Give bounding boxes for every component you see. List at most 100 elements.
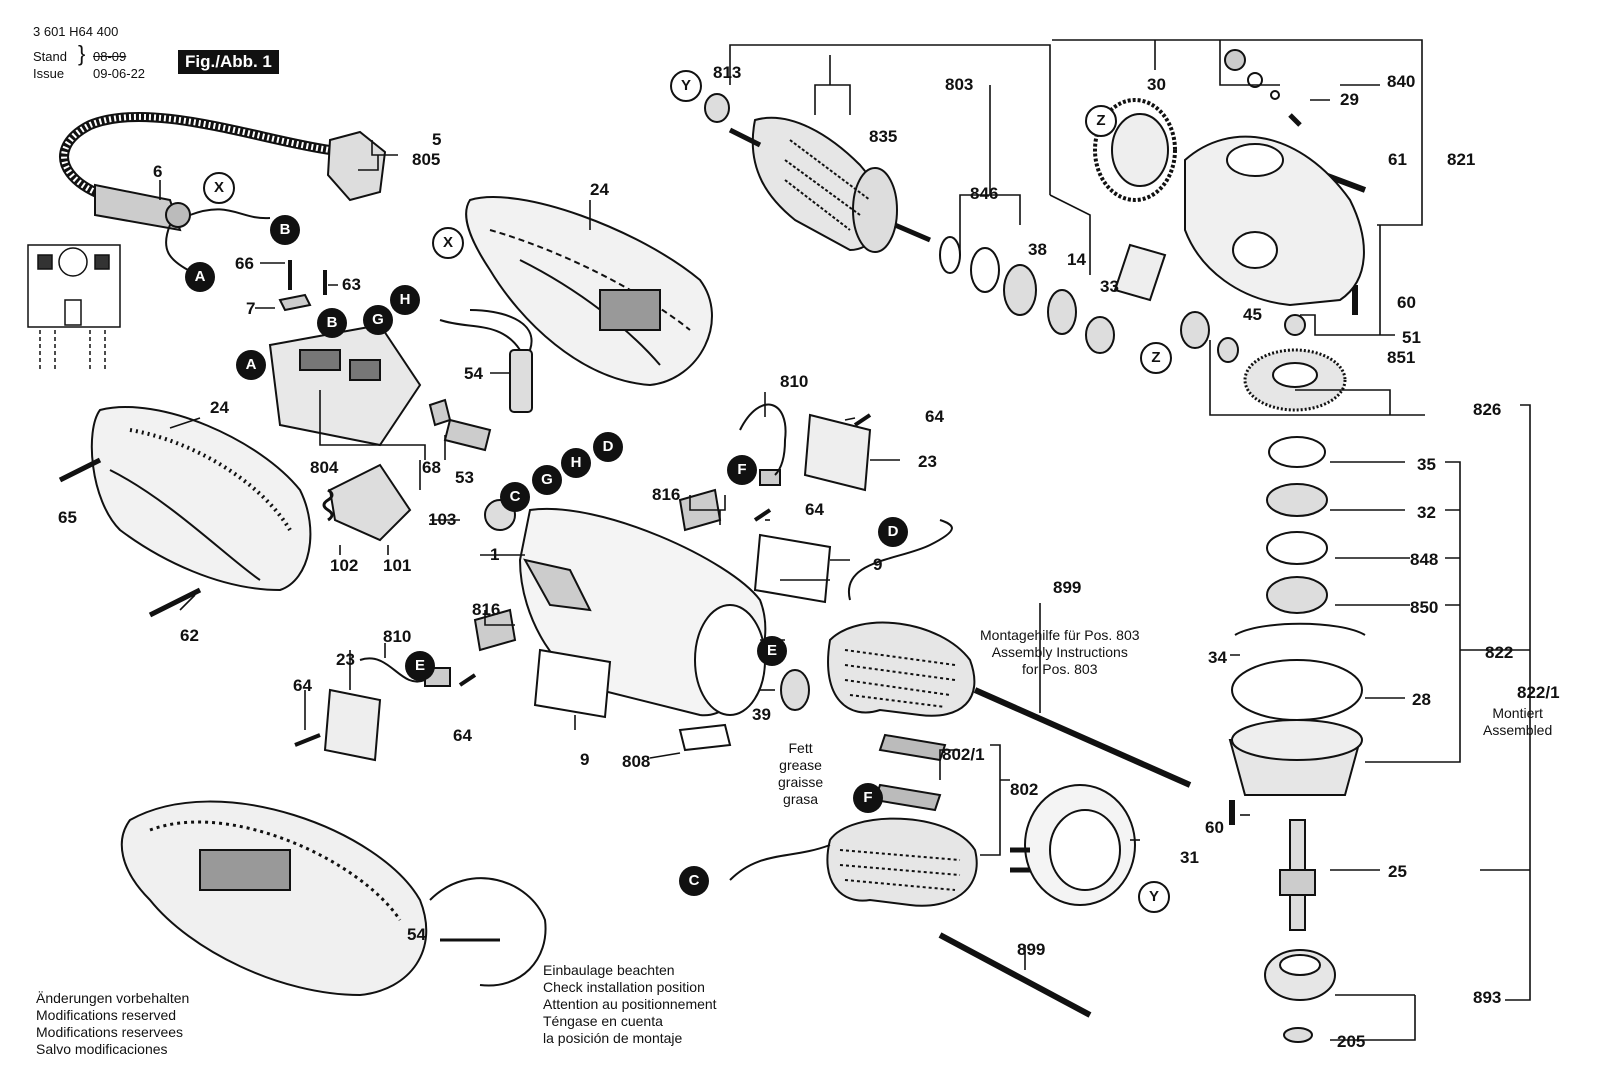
montiert-note: Montiert Assembled [1483, 705, 1552, 739]
part-label-28: 28 [1412, 690, 1431, 709]
part-label-24: 24 [590, 180, 609, 199]
part-label-63: 63 [342, 275, 361, 294]
stand-date: 08-09 [93, 49, 127, 64]
modifications-note: Änderungen vorbehalten Modifications res… [36, 990, 189, 1058]
part-label-62: 62 [180, 626, 199, 645]
switch-assembly-shape [268, 323, 422, 447]
grease-line-4: grasa [783, 791, 819, 807]
grease-note: Fett grease graisse grasa [778, 740, 823, 808]
part-label-804: 804 [310, 458, 339, 477]
part-label-34: 34 [1208, 648, 1227, 667]
part-label-822: 822 [1485, 643, 1514, 662]
montagehilfe-line-1: Montagehilfe für Pos. 803 [980, 627, 1140, 643]
modifications-line-3: Modifications reservees [36, 1024, 184, 1040]
rear-housing-bottom-shape [90, 406, 312, 592]
issue-date: 09-06-22 [93, 66, 146, 81]
part-label-816: 816 [472, 600, 501, 619]
callout-d: D [593, 432, 623, 462]
part-label-9: 9 [580, 750, 590, 769]
installed-view-shape [120, 800, 428, 997]
installation-line-4: Téngase en cuenta [543, 1013, 663, 1029]
part-label-813: 813 [713, 63, 742, 82]
plug-shape [326, 130, 387, 202]
callout-c: C [500, 482, 530, 512]
part-label-802-1: 802/1 [942, 745, 985, 764]
modifications-line-2: Modifications reserved [36, 1007, 177, 1023]
callout-h: H [561, 448, 591, 478]
montagehilfe-note: Montagehilfe für Pos. 803 Assembly Instr… [980, 627, 1140, 678]
part-label-826: 826 [1473, 400, 1502, 419]
part-label-205: 205 [1337, 1032, 1366, 1051]
callout-z: Z [1085, 105, 1117, 137]
brush-plate-9-shape [753, 533, 832, 604]
part-label-816: 816 [652, 485, 681, 504]
part-label-25: 25 [1388, 862, 1407, 881]
callout-x: X [432, 227, 464, 259]
grease-line-2: grease [779, 757, 822, 773]
part-label-101: 101 [383, 556, 412, 575]
callout-c: C [679, 866, 709, 896]
part-label-53: 53 [455, 468, 474, 487]
installation-line-2: Check installation position [543, 979, 705, 995]
callout-y: Y [1138, 881, 1170, 913]
part-label-821: 821 [1447, 150, 1476, 169]
part-label-7: 7 [246, 299, 256, 318]
installation-line-5: la posición de montaje [543, 1030, 683, 1046]
montagehilfe-line-2: Assembly Instructions [991, 644, 1128, 660]
part-label-54: 54 [407, 925, 426, 944]
part-label-31: 31 [1180, 848, 1199, 867]
part-label-64: 64 [925, 407, 944, 426]
callout-g: G [363, 305, 393, 335]
part-label-848: 848 [1410, 550, 1439, 569]
callout-f: F [727, 455, 757, 485]
part-label-846: 846 [970, 184, 999, 203]
montagehilfe-line-3: for Pos. 803 [1022, 661, 1098, 677]
part-label-35: 35 [1417, 455, 1436, 474]
trigger-shape [328, 463, 412, 542]
part-label-61: 61 [1388, 150, 1407, 169]
part-label-840: 840 [1387, 72, 1416, 91]
callout-h: H [390, 285, 420, 315]
part-label-893: 893 [1473, 988, 1502, 1007]
installation-position-note: Einbaulage beachten Check installation p… [543, 962, 717, 1047]
part-label-64: 64 [805, 500, 824, 519]
callout-y: Y [670, 70, 702, 102]
montiert-line: Montiert [1492, 705, 1543, 721]
installation-line-3: Attention au positionnement [543, 996, 717, 1012]
cord-sleeve-shape [94, 183, 182, 232]
part-label-810: 810 [780, 372, 809, 391]
callout-b: B [317, 308, 347, 338]
part-label-64: 64 [293, 676, 312, 695]
callout-a: A [236, 350, 266, 380]
part-label-33: 33 [1100, 277, 1119, 296]
callout-g: G [532, 465, 562, 495]
part-label-803: 803 [945, 75, 974, 94]
grease-line-3: graisse [778, 774, 824, 790]
callout-z: Z [1140, 342, 1172, 374]
callout-e: E [757, 636, 787, 666]
assembled-line: Assembled [1483, 722, 1553, 738]
rear-housing-top-shape [465, 196, 713, 387]
part-label-810: 810 [383, 627, 412, 646]
part-label-899: 899 [1017, 940, 1046, 959]
callout-f: F [853, 783, 883, 813]
part-label-39: 39 [752, 705, 771, 724]
gear-housing-shape [1184, 135, 1365, 307]
callout-x: X [203, 172, 235, 204]
part-label-1: 1 [490, 545, 500, 564]
brace-glyph: } [78, 41, 86, 66]
part-label-6: 6 [153, 162, 163, 181]
part-label-808: 808 [622, 752, 651, 771]
part-label-51: 51 [1402, 328, 1421, 347]
part-label-822-1: 822/1 [1517, 683, 1560, 702]
issue-label: Issue [33, 66, 65, 81]
field-coil-shape [827, 621, 976, 717]
part-label-45: 45 [1243, 305, 1262, 324]
callout-d: D [878, 517, 908, 547]
part-label-68: 68 [422, 458, 441, 477]
part-label-899: 899 [1053, 578, 1082, 597]
part-label-802: 802 [1010, 780, 1039, 799]
part-label-64: 64 [453, 726, 472, 745]
part-label-38: 38 [1028, 240, 1047, 259]
